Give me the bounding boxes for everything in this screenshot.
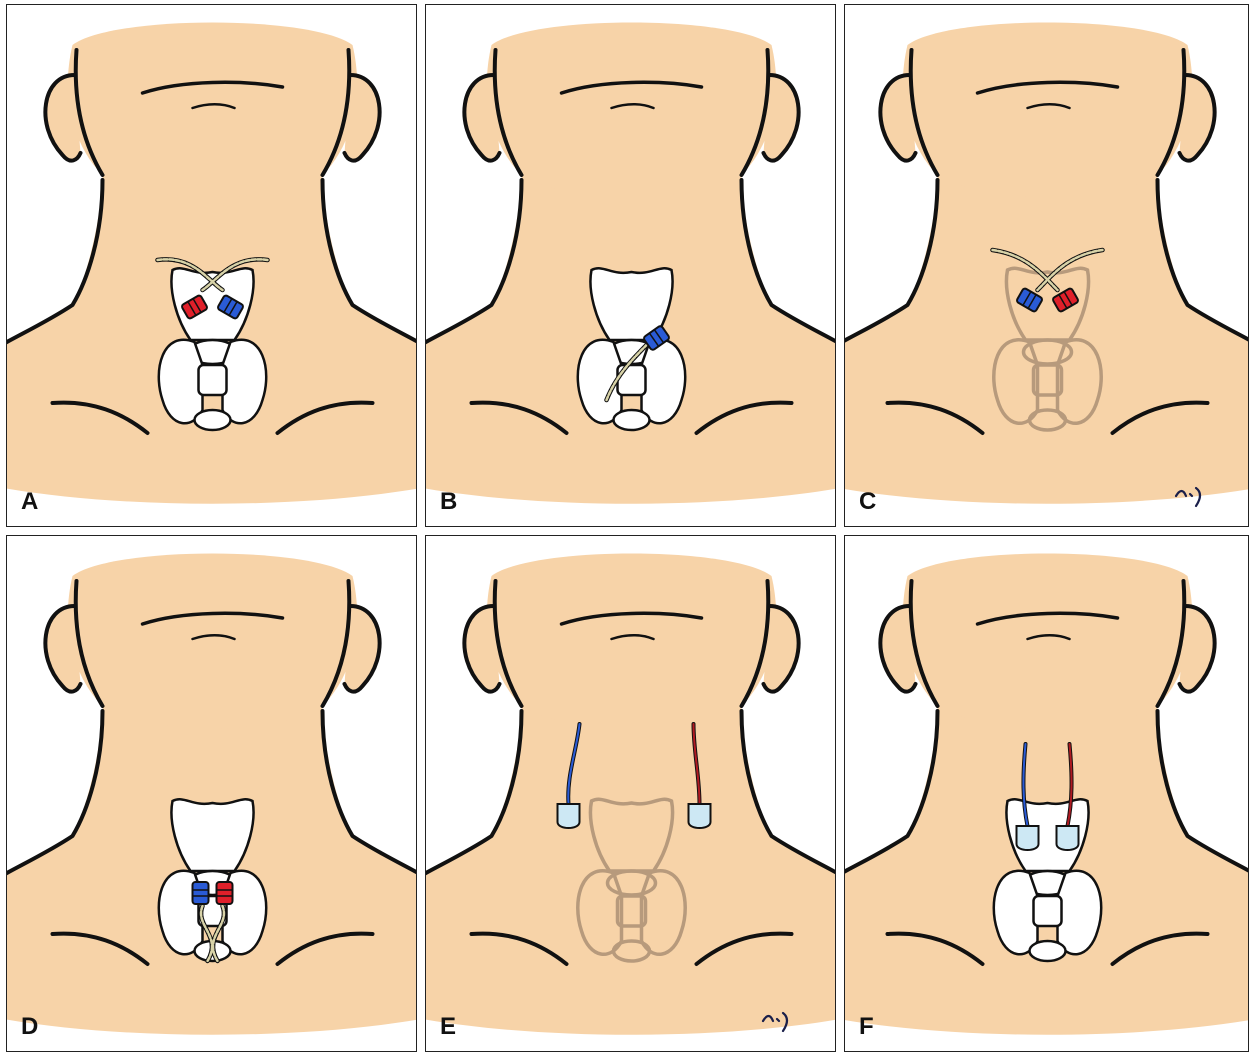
- thyroid-right-lobe: [223, 340, 267, 423]
- trachea-ring: [614, 410, 650, 430]
- neck-illustration-a: [7, 5, 417, 527]
- neck-illustration-f: [845, 536, 1249, 1052]
- panel-f: F: [844, 535, 1249, 1052]
- panel-label: B: [440, 488, 457, 516]
- signature-icon: [1172, 480, 1212, 508]
- thyroid-left-lobe: [994, 871, 1038, 954]
- panel-label: F: [859, 1013, 874, 1041]
- isthmus: [199, 365, 227, 395]
- head: [487, 554, 776, 729]
- head: [903, 23, 1192, 198]
- left-surface-patch: [558, 804, 580, 828]
- panel-c: C: [844, 4, 1249, 527]
- head: [68, 554, 357, 729]
- red-electrode: [217, 882, 233, 904]
- panel-e: E: [425, 535, 836, 1052]
- thyroid-cartilage: [171, 799, 253, 871]
- panel-label: E: [440, 1013, 456, 1041]
- panel-d: D: [6, 535, 417, 1052]
- trachea-ring: [1030, 941, 1066, 961]
- signature-icon: [759, 1005, 799, 1033]
- right-surface-patch: [1057, 826, 1079, 850]
- neck-illustration-d: [7, 536, 417, 1052]
- thyroid-right-lobe: [642, 340, 686, 423]
- right-surface-patch: [689, 804, 711, 828]
- head: [68, 23, 357, 198]
- trachea-ring: [195, 410, 231, 430]
- thyroid-left-lobe: [159, 340, 203, 423]
- panel-label: A: [21, 488, 38, 516]
- left-surface-patch: [1017, 826, 1039, 850]
- panel-label: D: [21, 1013, 38, 1041]
- isthmus: [1034, 896, 1062, 926]
- neck-illustration-c: [845, 5, 1249, 527]
- panel-b: B: [425, 4, 836, 527]
- panel-a: A: [6, 4, 417, 527]
- neck-illustration-e: [426, 536, 836, 1052]
- neck-illustration-b: [426, 5, 836, 527]
- thyroid-right-lobe: [1058, 871, 1102, 954]
- blue-electrode: [193, 882, 209, 904]
- head: [903, 554, 1192, 729]
- panel-label: C: [859, 488, 876, 516]
- head: [487, 23, 776, 198]
